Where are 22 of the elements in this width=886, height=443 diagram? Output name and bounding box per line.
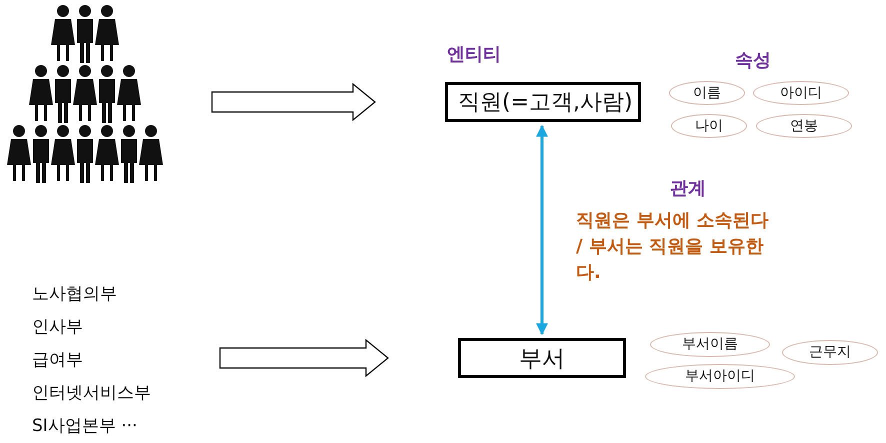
attribute-ellipse: 나이	[671, 114, 747, 138]
attribute-ellipse: 부서아이디	[645, 364, 795, 388]
department-name: 급여부	[32, 349, 84, 372]
department-name: 노사협의부	[32, 283, 118, 306]
entity-box: 부서	[458, 338, 626, 378]
relation-heading: 관계	[670, 177, 706, 200]
double-arrow	[536, 124, 548, 336]
entity-box: 직원(=고객,사람)	[445, 82, 641, 122]
department-name: SI사업본부 ···	[32, 415, 138, 438]
block-arrow	[211, 82, 376, 122]
attribute-ellipse: 연봉	[756, 114, 852, 138]
department-name: 인사부	[32, 316, 84, 339]
attribute-heading: 속성	[735, 49, 771, 72]
crowd-drawing	[7, 5, 163, 183]
attribute-ellipse: 근무지	[782, 340, 878, 364]
department-name: 인터넷서비스부	[32, 382, 151, 405]
attribute-ellipse: 이름	[669, 81, 745, 105]
entity-heading: 엔티티	[447, 43, 501, 66]
block-arrow	[219, 338, 389, 378]
attribute-ellipse: 아이디	[753, 81, 849, 105]
relation-sentence: 직원은 부서에 소속된다 / 부서는 직원을 보유한다.	[576, 209, 770, 285]
attribute-ellipse: 부서이름	[650, 332, 770, 356]
